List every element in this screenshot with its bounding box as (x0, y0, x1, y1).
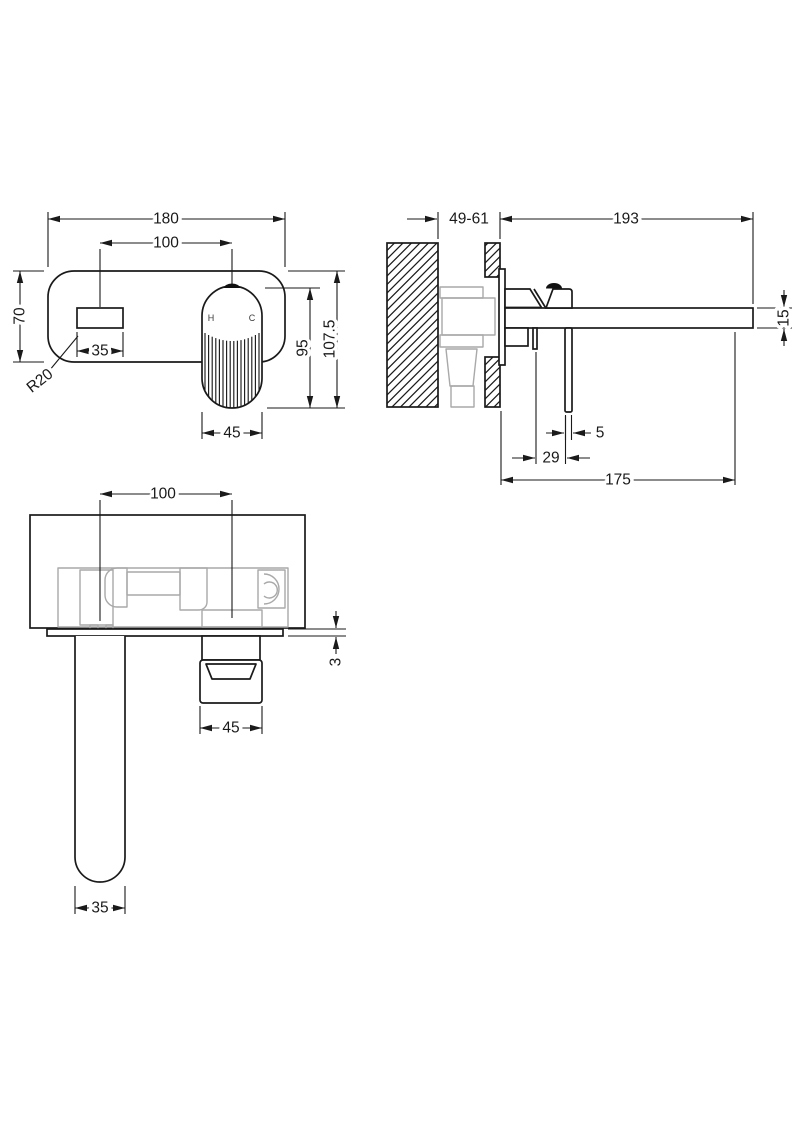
side-section-view: 49-61 193 15 5 29 (386, 207, 796, 492)
handle-indicator-mark (224, 283, 240, 288)
dim-front-hole-centres: 100 (99, 231, 233, 307)
dim-front-overall-width: 180 (47, 207, 286, 267)
handle-lever-side (564, 327, 573, 413)
plan-view: 100 3 45 35 (29, 482, 348, 920)
concealed-body-plan (57, 567, 289, 631)
handle-knurl-texture (204, 333, 260, 408)
dim-text-plan-45: 45 (222, 720, 239, 737)
handle-knob (201, 285, 263, 409)
dim-plan-hole-centres: 100 (99, 482, 233, 621)
wall-box-plan (29, 514, 306, 629)
body-slot-line (533, 288, 547, 308)
handle-grip-recess (205, 663, 257, 680)
handle-cap-side (544, 288, 573, 309)
dim-text-r20: R20 (24, 365, 57, 396)
concealed-valve-body (439, 286, 496, 408)
dim-plan-spout-width: 35 (74, 886, 126, 920)
wall-plate-outline (47, 270, 286, 363)
wall-plate-plan (46, 628, 284, 637)
dim-front-corner-radius: R20 (20, 335, 79, 400)
handle-indicator-side (546, 283, 562, 289)
spout-plan (74, 636, 126, 883)
dim-text-3: 3 (328, 658, 345, 667)
front-view: H C 180 (8, 207, 345, 445)
spout-side (504, 307, 754, 329)
dim-side-projection: 175 (500, 332, 736, 492)
dim-text-5: 5 (596, 425, 605, 442)
dim-side-lever-thickness: 5 (546, 415, 608, 445)
dim-text-plan-35: 35 (91, 900, 108, 917)
dim-front-plate-height: 70 (8, 270, 44, 363)
dim-text-100: 100 (153, 235, 179, 252)
cold-label: C (249, 313, 256, 323)
dim-text-49-61: 49-61 (449, 211, 489, 228)
handle-neck-plan (201, 635, 261, 661)
dim-side-lever-offset: 29 (512, 352, 590, 470)
body-lower-tab (532, 327, 538, 350)
wall-plate-side (498, 268, 506, 366)
wall-strip-bottom-hatched (484, 356, 501, 408)
body-lower-side (504, 327, 529, 347)
dim-side-spout-length: 193 (500, 207, 754, 304)
dim-text-175: 175 (605, 472, 631, 489)
dim-front-handle-width: 45 (201, 412, 263, 445)
wall-strip-top-hatched (484, 242, 501, 278)
hot-label: H (208, 313, 215, 323)
dim-text-35: 35 (91, 343, 108, 360)
dim-front-spout-width: 35 (76, 332, 124, 363)
dim-text-193: 193 (613, 211, 639, 228)
dim-text-plan-100: 100 (150, 486, 176, 503)
dim-plan-handle-width: 45 (199, 706, 263, 740)
dim-text-45: 45 (223, 425, 240, 442)
body-upper-side (504, 288, 544, 309)
dim-side-spout-height: 15 (757, 290, 796, 346)
dim-text-70: 70 (12, 307, 29, 325)
dim-text-180: 180 (153, 211, 179, 228)
dim-text-29: 29 (542, 450, 559, 467)
handle-cap-plan (199, 659, 263, 704)
dim-plan-plate-thickness: 3 (288, 611, 348, 670)
dim-text-95: 95 (295, 339, 312, 356)
dim-text-15: 15 (776, 309, 793, 326)
spout-outlet (76, 307, 124, 329)
wall-section-hatched (386, 242, 439, 408)
dim-side-wall-depth: 49-61 (407, 207, 501, 239)
dim-front-handle-height: 95 107.5 (265, 270, 345, 409)
dim-text-107-5: 107.5 (322, 320, 339, 359)
